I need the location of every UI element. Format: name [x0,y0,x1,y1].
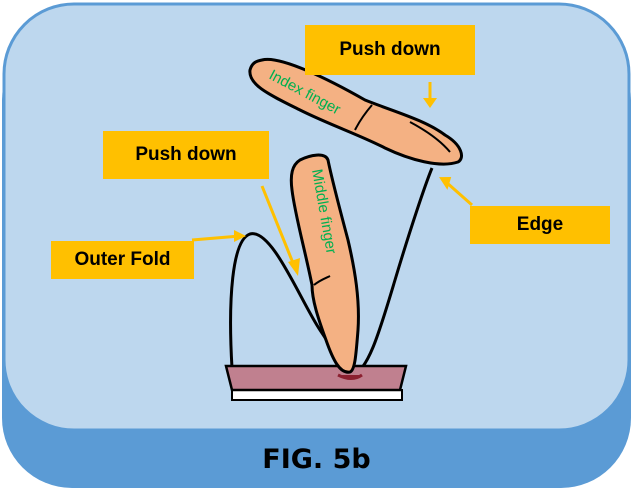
arrow-push-down-left [260,185,297,269]
fold-tip [337,373,363,380]
figure-caption: FIG. 5b [262,444,371,475]
middle-finger [289,153,360,374]
index-finger [248,57,463,166]
base-plate [231,389,403,401]
base-block [224,364,408,392]
arrow-outer-fold [191,234,241,242]
label-push-down-top: Push down [305,25,475,75]
label-outer-fold: Outer Fold [51,241,194,279]
label-edge: Edge [470,206,610,244]
arrow-edge [445,180,473,207]
label-push-down-left: Push down [103,131,269,179]
